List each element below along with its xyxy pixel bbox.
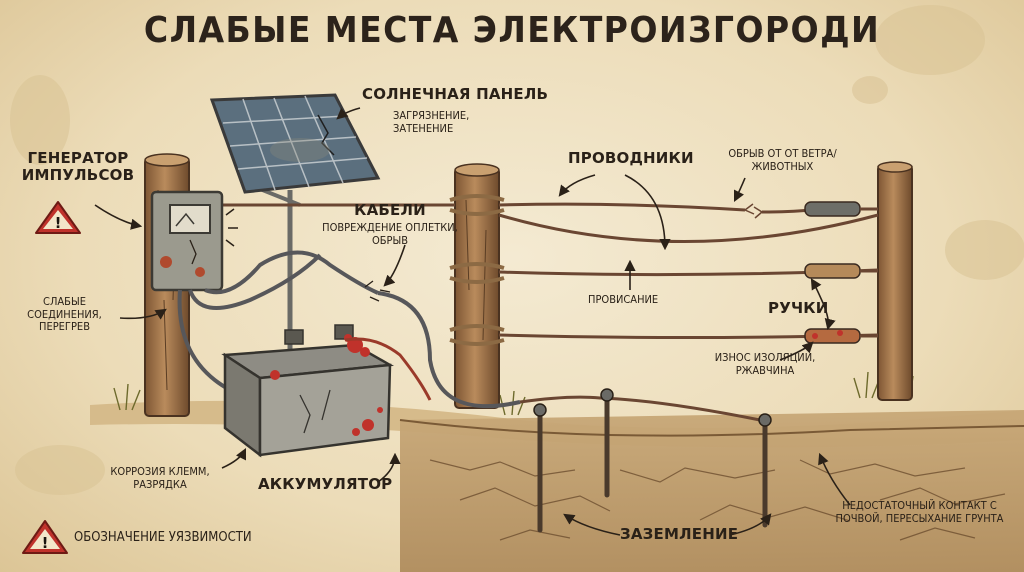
label-handles-issue: ИЗНОС ИЗОЛЯЦИИ, РЖАВЧИНА [714,351,816,377]
svg-text:!: ! [42,534,49,552]
label-cables-issue: ПОВРЕЖДЕНИЕ ОПЛЕТКИ, ОБРЫВ [322,221,458,247]
label-grounding: ЗАЗЕМЛЕНИЕ [620,525,739,543]
label-battery-issue: КОРРОЗИЯ КЛЕММ, РАЗРЯДКА [110,465,210,491]
ground-rods [519,388,772,533]
warning-triangle-icon: ! [35,201,81,234]
label-solar-panel: СОЛНЕЧНАЯ ПАНЕЛЬ [362,85,549,103]
label-wire-break: ОБРЫВ ОТ ОТ ВЕТРА/ЖИВОТНЫХ [728,147,837,173]
label-conductors: ПРОВОДНИКИ [568,149,694,167]
label-solar-issue: ЗАГРЯЗНЕНИЕ, ЗАТЕНЕНИЕ [393,109,470,135]
battery [221,324,432,458]
label-generator: ГЕНЕРАТОР ИМПУЛЬСОВ [21,149,135,185]
label-weak-connections: СЛАБЫЕ СОЕДИНЕНИЯ, ПЕРЕГРЕВ [27,295,102,334]
pulse-generator [150,190,238,292]
callout-arrows [94,107,851,536]
cable-damage [364,280,391,302]
legend-warning-icon: ! [22,520,68,554]
paper-stains [10,5,1024,495]
legend-text: ОБОЗНАЧЕНИЕ УЯЗВИМОСТИ [74,530,252,545]
generator-cables [177,250,521,409]
fence-wires [190,202,879,339]
right-post [877,161,913,401]
label-cables: КАБЕЛИ [354,201,426,219]
label-handles: РУЧКИ [768,299,829,317]
rope-wraps [449,194,505,346]
middle-post [454,163,500,409]
label-sagging: ПРОВИСАНИЕ [588,293,659,306]
svg-text:!: ! [55,214,62,232]
label-battery: АККУМУЛЯТОР [258,475,393,493]
label-grounding-issue: НЕДОСТАТОЧНЫЙ КОНТАКТ С ПОЧВОЙ, ПЕРЕСЫХА… [835,499,1004,525]
page-title: СЛАБЫЕ МЕСТА ЭЛЕКТРОИЗГОРОДИ [143,10,881,51]
gate-handles [804,201,878,344]
